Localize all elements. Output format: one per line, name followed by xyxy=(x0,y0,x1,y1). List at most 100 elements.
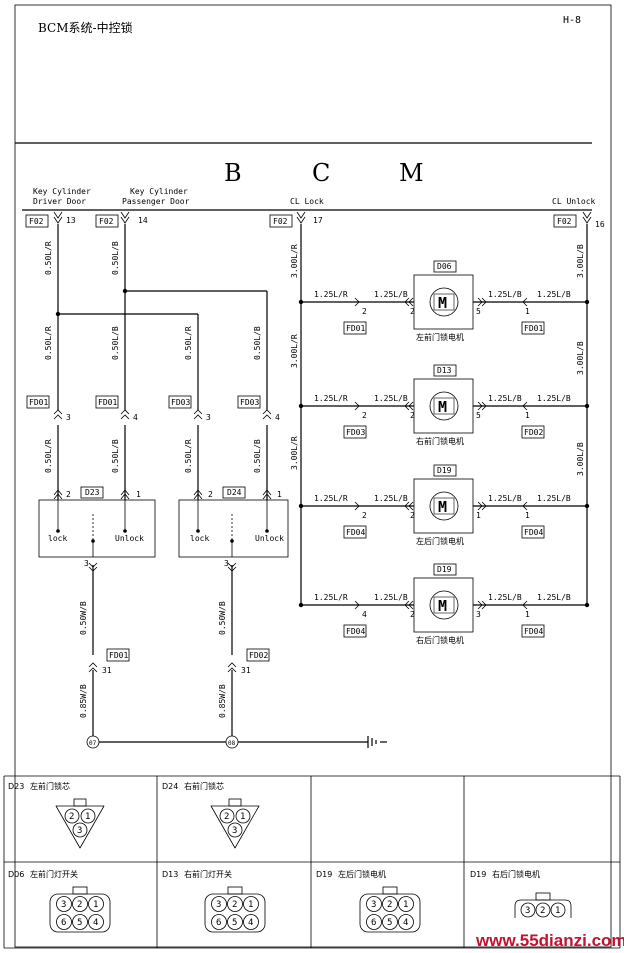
svg-text:3: 3 xyxy=(84,559,89,568)
svg-text:3: 3 xyxy=(77,826,82,836)
input-1-label1: Key Cylinder xyxy=(33,187,91,196)
svg-text:2: 2 xyxy=(224,812,229,822)
svg-text:3: 3 xyxy=(476,610,481,619)
mid-pin-3: 3 xyxy=(206,413,211,422)
top-connector-2: F02 xyxy=(95,214,119,228)
svg-text:3: 3 xyxy=(224,559,229,568)
svg-text:2: 2 xyxy=(208,490,213,499)
svg-text:5: 5 xyxy=(476,307,481,316)
svg-text:1.25L/B: 1.25L/B xyxy=(374,494,408,503)
ground-connector-1: FD01 xyxy=(106,648,130,662)
svg-text:5: 5 xyxy=(232,918,237,928)
svg-text:FD02: FD02 xyxy=(249,651,268,660)
svg-text:1.25L/B: 1.25L/B xyxy=(537,494,571,503)
page-title: BCM系统-中控锁 xyxy=(38,20,133,35)
pin3-arrow-right xyxy=(227,562,237,572)
mid-connector-4: FD03 xyxy=(237,395,261,409)
legend-d13-code: D13 xyxy=(162,870,178,879)
svg-text:3.00L/B: 3.00L/B xyxy=(576,341,585,375)
input-2-label2: Passenger Door xyxy=(122,197,190,206)
legend-d19b-name: 右后门锁电机 xyxy=(492,869,540,879)
legend-d24-code: D24 xyxy=(162,782,178,791)
input-1-label2: Driver Door xyxy=(33,197,86,206)
svg-text:0.50L/B: 0.50L/B xyxy=(253,326,262,360)
mid-connector-1: FD01 xyxy=(26,395,50,409)
svg-text:F02: F02 xyxy=(557,217,572,226)
ground-arrow-1 xyxy=(88,662,98,673)
top-connector-4: F02 xyxy=(553,214,577,228)
svg-text:1.25L/B: 1.25L/B xyxy=(488,394,522,403)
motor-name: 左前门锁电机 xyxy=(416,332,464,342)
svg-text:2: 2 xyxy=(540,906,545,916)
svg-text:0.50W/B: 0.50W/B xyxy=(79,601,88,635)
motor-conn-top: D19 xyxy=(437,565,452,574)
legend-d23-code: D23 xyxy=(8,782,24,791)
svg-text:FD04: FD04 xyxy=(346,627,365,636)
svg-text:0.85W/B: 0.85W/B xyxy=(79,684,88,718)
legend-d19a-code: D19 xyxy=(316,870,332,879)
svg-text:FD03: FD03 xyxy=(240,398,259,407)
svg-text:FD04: FD04 xyxy=(524,528,543,537)
top-pin-13: 13 xyxy=(66,216,76,225)
motor-icon: M xyxy=(438,498,447,516)
svg-text:0.50L/R: 0.50L/R xyxy=(44,439,53,473)
svg-text:1.25L/B: 1.25L/B xyxy=(488,593,522,602)
svg-text:1: 1 xyxy=(525,610,530,619)
ground-connector-2: FD02 xyxy=(246,648,270,662)
svg-text:1.25L/B: 1.25L/B xyxy=(374,593,408,602)
svg-text:3.00L/R: 3.00L/R xyxy=(290,436,299,470)
svg-text:1: 1 xyxy=(277,490,282,499)
svg-text:0.50L/R: 0.50L/R xyxy=(184,326,193,360)
svg-text:6: 6 xyxy=(216,918,221,928)
svg-text:1.25L/R: 1.25L/R xyxy=(314,593,348,602)
svg-text:3: 3 xyxy=(61,900,66,910)
svg-text:FD02: FD02 xyxy=(524,428,543,437)
legend-grid xyxy=(3,775,621,949)
svg-text:Unlock: Unlock xyxy=(115,534,144,543)
svg-text:0.50L/R: 0.50L/R xyxy=(44,326,53,360)
svg-text:1: 1 xyxy=(240,812,245,822)
motor-name: 左后门锁电机 xyxy=(416,536,464,546)
svg-text:F02: F02 xyxy=(29,217,44,226)
motor-name: 右后门锁电机 xyxy=(416,635,464,645)
svg-text:1: 1 xyxy=(136,490,141,499)
splice-08: 08 xyxy=(225,735,239,749)
junction-1 xyxy=(55,311,61,317)
top-pin-16: 16 xyxy=(595,220,605,229)
svg-text:2: 2 xyxy=(410,411,415,420)
svg-text:5: 5 xyxy=(77,918,82,928)
svg-text:1.25L/R: 1.25L/R xyxy=(314,290,348,299)
ground-pin-1: 31 xyxy=(102,666,112,675)
svg-text:Unlock: Unlock xyxy=(255,534,284,543)
mid-pin-2: 4 xyxy=(133,413,138,422)
pin-arrows-top xyxy=(53,211,592,224)
svg-text:FD01: FD01 xyxy=(109,651,128,660)
svg-text:2: 2 xyxy=(387,900,392,910)
mid-pin-4: 4 xyxy=(275,413,280,422)
svg-text:2: 2 xyxy=(66,490,71,499)
svg-text:4: 4 xyxy=(403,918,408,928)
svg-text:1.25L/B: 1.25L/B xyxy=(537,394,571,403)
svg-text:0.50L/R: 0.50L/R xyxy=(44,241,53,275)
svg-text:0.50L/B: 0.50L/B xyxy=(253,439,262,473)
svg-text:FD03: FD03 xyxy=(171,398,190,407)
svg-text:6: 6 xyxy=(61,918,66,928)
svg-text:FD04: FD04 xyxy=(346,528,365,537)
input-3-label1: CL Lock xyxy=(290,197,324,206)
svg-text:FD01: FD01 xyxy=(29,398,48,407)
svg-text:D24: D24 xyxy=(227,488,242,497)
mid-pin-1: 3 xyxy=(66,413,71,422)
motor-conn-top: D06 xyxy=(437,262,452,271)
svg-text:1: 1 xyxy=(525,307,530,316)
pin3-arrow-left xyxy=(88,562,98,572)
svg-text:1: 1 xyxy=(248,900,253,910)
svg-text:3: 3 xyxy=(525,906,530,916)
legend-d24-name: 右前门锁芯 xyxy=(184,781,224,791)
svg-text:07: 07 xyxy=(89,740,97,747)
svg-text:3.00L/R: 3.00L/R xyxy=(290,334,299,368)
motor-icon: M xyxy=(438,597,447,615)
